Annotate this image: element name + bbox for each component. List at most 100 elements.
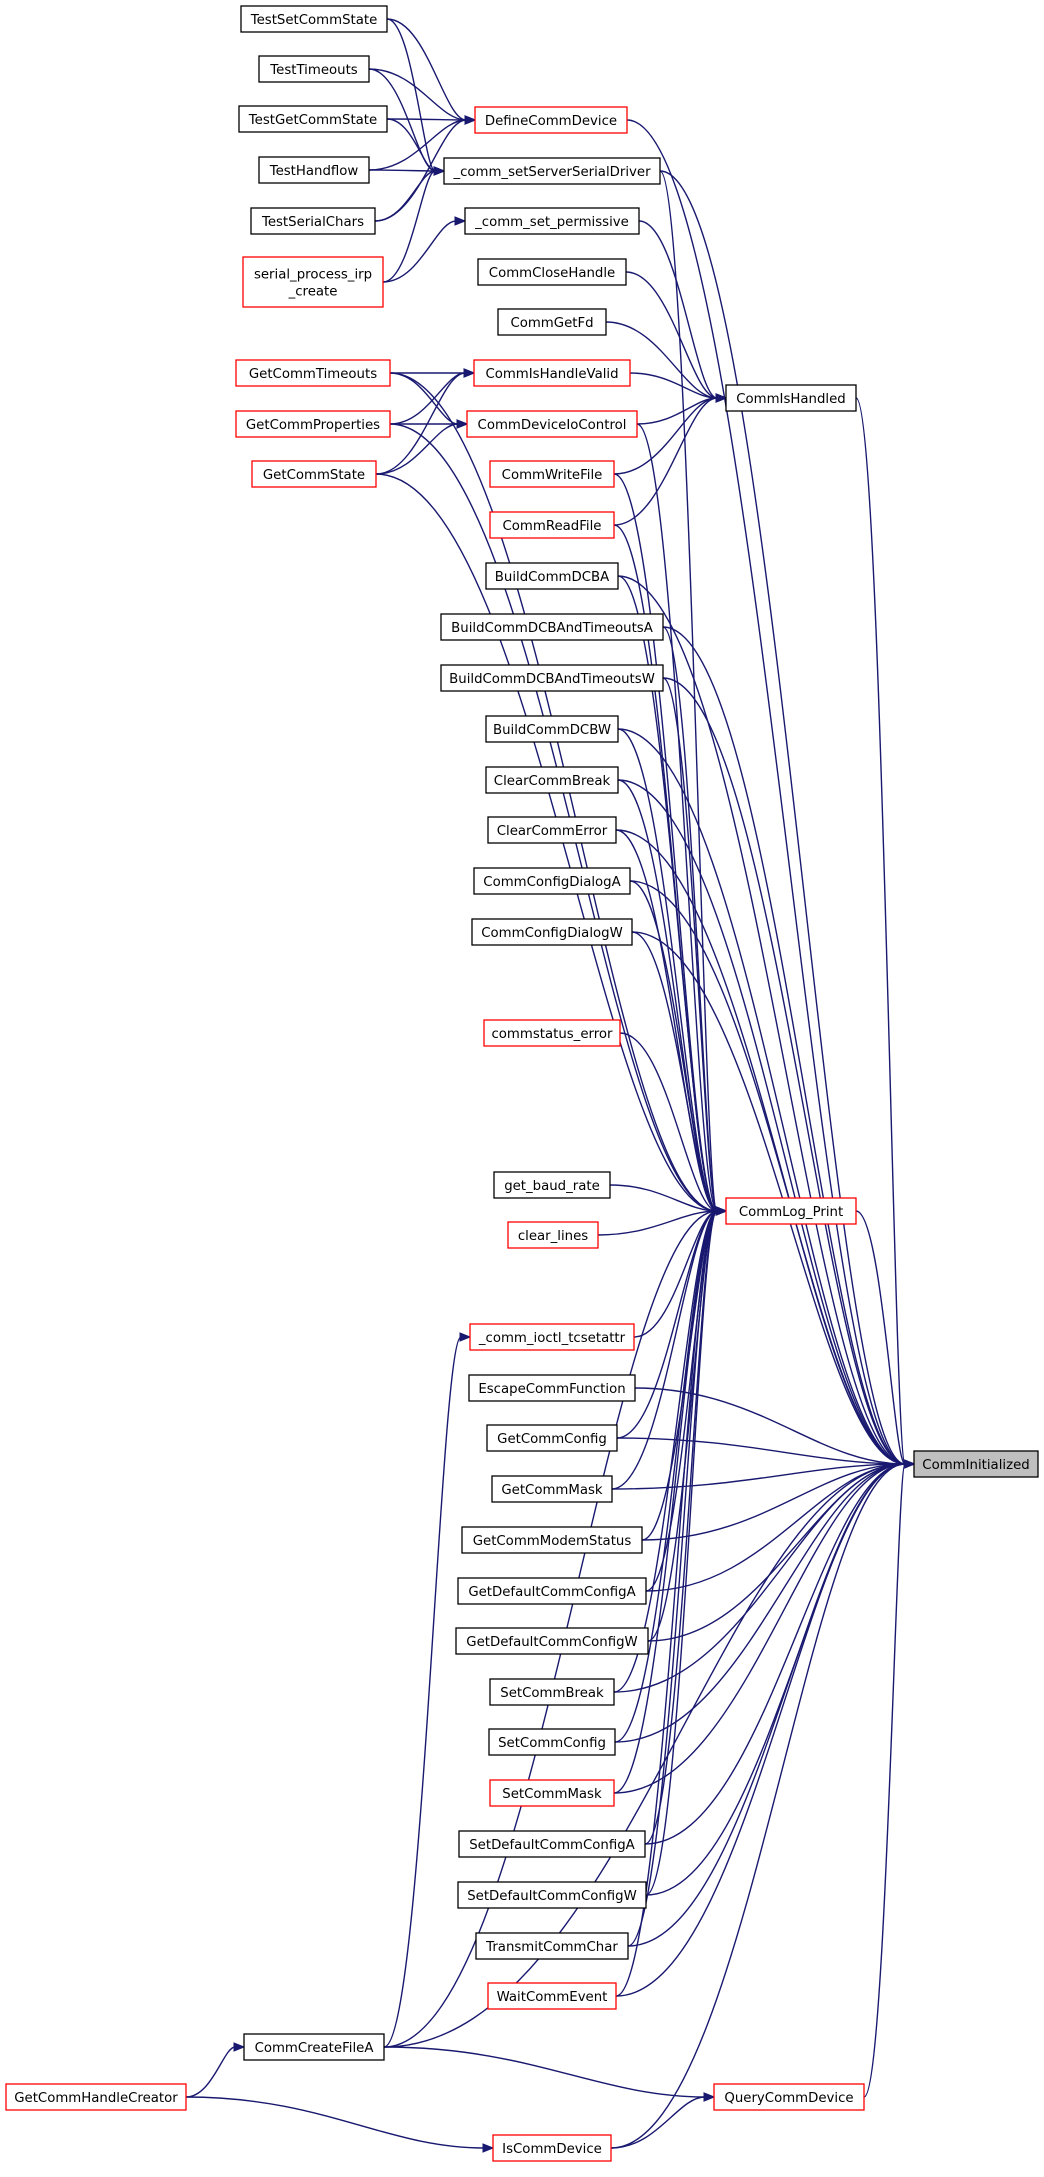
node-box bbox=[713, 2083, 865, 2111]
node-GetCommHandleCreator[interactable]: GetCommHandleCreator bbox=[5, 2083, 187, 2111]
node-box bbox=[497, 308, 607, 336]
node-ClearCommError[interactable]: ClearCommError bbox=[487, 816, 617, 844]
node-label: TransmitCommChar bbox=[485, 1940, 618, 1955]
edge-line bbox=[613, 1210, 718, 1794]
node-GetCommConfig[interactable]: GetCommConfig bbox=[486, 1424, 618, 1452]
edge-line bbox=[610, 1463, 906, 2149]
node-box bbox=[491, 1475, 613, 1503]
node-GetCommProperties[interactable]: GetCommProperties bbox=[235, 410, 391, 438]
edge-line bbox=[611, 1210, 718, 1490]
node-serial_process_irp_create[interactable]: serial_process_irp _create bbox=[242, 256, 384, 308]
edge-line bbox=[629, 372, 718, 399]
node-clear_lines[interactable]: clear_lines bbox=[507, 1221, 599, 1249]
node-TestGetCommState[interactable]: TestGetCommState bbox=[238, 105, 388, 133]
node-TestSetCommState[interactable]: TestSetCommState bbox=[240, 5, 388, 33]
node-IsCommDevice[interactable]: IsCommDevice bbox=[492, 2134, 612, 2162]
node-TestHandflow[interactable]: TestHandflow bbox=[258, 156, 370, 184]
node-GetCommModemStatus[interactable]: GetCommModemStatus bbox=[461, 1526, 643, 1554]
node-layer: TestSetCommStateTestTimeoutsTestGetCommS… bbox=[5, 5, 1039, 2162]
node-SetDefaultCommConfigW[interactable]: SetDefaultCommConfigW bbox=[457, 1881, 647, 1909]
node-CommCreateFileA[interactable]: CommCreateFileA bbox=[243, 2033, 385, 2061]
node-BuildCommDCBW[interactable]: BuildCommDCBW bbox=[485, 715, 619, 743]
node-box bbox=[457, 1881, 647, 1909]
node-box bbox=[235, 410, 391, 438]
node-label: TestHandflow bbox=[269, 164, 359, 179]
node-_comm_ioctl_tcsetattr[interactable]: _comm_ioctl_tcsetattr bbox=[469, 1323, 635, 1351]
node-CommWriteFile[interactable]: CommWriteFile bbox=[489, 460, 615, 488]
node-BuildCommDCBAndTimeoutsA[interactable]: BuildCommDCBAndTimeoutsA bbox=[440, 613, 664, 641]
edge-CommCreateFileA-to-QueryCommDevice bbox=[383, 2046, 716, 2102]
edge-line bbox=[625, 271, 718, 399]
node-CommIsHandleValid[interactable]: CommIsHandleValid bbox=[473, 359, 631, 387]
node-box bbox=[477, 258, 627, 286]
edge-line bbox=[609, 1184, 718, 1212]
edge-line bbox=[629, 880, 718, 1212]
edge-line bbox=[616, 1437, 906, 1465]
node-ClearCommBreak[interactable]: ClearCommBreak bbox=[485, 766, 619, 794]
node-TestTimeouts[interactable]: TestTimeouts bbox=[258, 55, 370, 83]
node-GetCommMask[interactable]: GetCommMask bbox=[491, 1475, 613, 1503]
node-SetCommConfig[interactable]: SetCommConfig bbox=[488, 1728, 616, 1756]
node-box bbox=[240, 5, 388, 33]
node-get_baud_rate[interactable]: get_baud_rate bbox=[493, 1171, 611, 1199]
node-commstatus_error[interactable]: commstatus_error bbox=[483, 1019, 621, 1047]
node-label: GetCommMask bbox=[501, 1483, 603, 1498]
edge-line bbox=[375, 423, 459, 475]
node-BuildCommDCBA[interactable]: BuildCommDCBA bbox=[485, 562, 619, 590]
node-BuildCommDCBAndTimeoutsW[interactable]: BuildCommDCBAndTimeoutsW bbox=[440, 664, 664, 692]
node-CommConfigDialogA[interactable]: CommConfigDialogA bbox=[473, 867, 631, 895]
node-TransmitCommChar[interactable]: TransmitCommChar bbox=[475, 1932, 629, 1960]
node-CommConfigDialogW[interactable]: CommConfigDialogW bbox=[471, 918, 633, 946]
node-SetCommMask[interactable]: SetCommMask bbox=[489, 1779, 615, 1807]
node-GetDefaultCommConfigW[interactable]: GetDefaultCommConfigW bbox=[455, 1627, 649, 1655]
arrowhead-icon bbox=[715, 393, 728, 403]
node-label: serial_process_irp bbox=[254, 268, 372, 283]
edge-CommReadFile-to-CommIsHandled bbox=[613, 393, 728, 526]
node-CommCloseHandle[interactable]: CommCloseHandle bbox=[477, 258, 627, 286]
node-label: _create bbox=[288, 285, 338, 300]
edge-line bbox=[662, 677, 718, 1212]
node-QueryCommDevice[interactable]: QueryCommDevice bbox=[713, 2083, 865, 2111]
node-GetCommTimeouts[interactable]: GetCommTimeouts bbox=[235, 359, 391, 387]
node-box bbox=[440, 613, 664, 641]
node-label: _comm_set_permissive bbox=[474, 215, 629, 230]
edge-GetCommTimeouts-to-CommDeviceIoControl bbox=[389, 372, 469, 429]
edge-DefineCommDevice-to-CommInitialized bbox=[626, 119, 916, 1469]
node-box bbox=[443, 157, 661, 185]
node-label: GetCommTimeouts bbox=[249, 367, 377, 382]
edge-IsCommDevice-to-QueryCommDevice bbox=[610, 2092, 716, 2149]
node-box bbox=[250, 207, 376, 235]
node-CommGetFd[interactable]: CommGetFd bbox=[497, 308, 607, 336]
node-box bbox=[251, 460, 377, 488]
node-label: CommConfigDialogW bbox=[481, 926, 623, 941]
edge-SetDefaultCommConfigA-to-CommInitialized bbox=[644, 1459, 916, 1845]
node-GetDefaultCommConfigA[interactable]: GetDefaultCommConfigA bbox=[457, 1577, 647, 1605]
node-box bbox=[5, 2083, 187, 2111]
node-WaitCommEvent[interactable]: WaitCommEvent bbox=[487, 1982, 617, 2010]
node-CommLog_Print[interactable]: CommLog_Print bbox=[725, 1197, 857, 1225]
node-GetCommState[interactable]: GetCommState bbox=[251, 460, 377, 488]
node-CommReadFile[interactable]: CommReadFile bbox=[489, 511, 615, 539]
node-CommIsHandled[interactable]: CommIsHandled bbox=[725, 384, 857, 412]
node-label: TestSetCommState bbox=[250, 13, 378, 28]
node-label: CommGetFd bbox=[510, 316, 593, 331]
node-SetCommBreak[interactable]: SetCommBreak bbox=[489, 1678, 615, 1706]
node-box bbox=[486, 1424, 618, 1452]
node-box bbox=[483, 1019, 621, 1047]
node-box bbox=[473, 359, 631, 387]
node-CommInitialized[interactable]: CommInitialized bbox=[913, 1450, 1039, 1478]
node-label: get_baud_rate bbox=[504, 1179, 600, 1194]
edge-line bbox=[645, 1463, 906, 1896]
node-_comm_setServerSerialDriver[interactable]: _comm_setServerSerialDriver bbox=[443, 157, 661, 185]
node-box bbox=[492, 2134, 612, 2162]
edge-line bbox=[374, 170, 436, 222]
node-TestSerialChars[interactable]: TestSerialChars bbox=[250, 207, 376, 235]
node-EscapeCommFunction[interactable]: EscapeCommFunction bbox=[468, 1374, 636, 1402]
node-DefineCommDevice[interactable]: DefineCommDevice bbox=[474, 106, 628, 134]
edge-SetDefaultCommConfigW-to-CommInitialized bbox=[645, 1459, 916, 1896]
node-CommDeviceIoControl[interactable]: CommDeviceIoControl bbox=[466, 410, 638, 438]
edge-line bbox=[368, 119, 467, 171]
node-_comm_set_permissive[interactable]: _comm_set_permissive bbox=[464, 207, 640, 235]
node-box bbox=[485, 715, 619, 743]
node-SetDefaultCommConfigA[interactable]: SetDefaultCommConfigA bbox=[458, 1830, 646, 1858]
